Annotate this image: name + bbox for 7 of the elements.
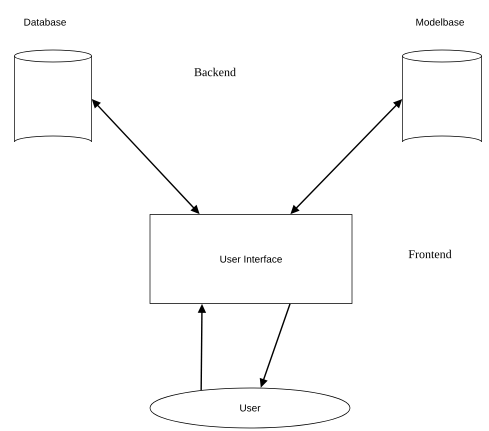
node-label: Database: [24, 18, 66, 26]
process-box: User Interface: [150, 214, 352, 304]
text-label: Frontend: [408, 250, 452, 258]
cylinder: Modelbase: [402, 18, 482, 142]
node-label: Modelbase: [416, 18, 464, 26]
cylinder: Database: [14, 18, 92, 142]
text-label: Backend: [194, 68, 236, 76]
